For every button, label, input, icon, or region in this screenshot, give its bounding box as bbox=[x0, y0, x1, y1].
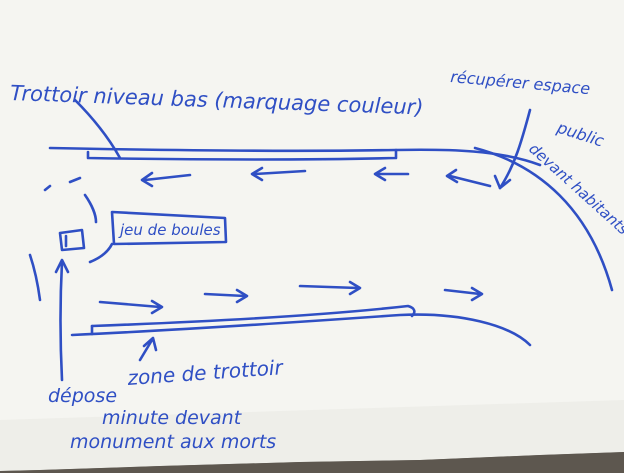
right-label-pointer bbox=[498, 108, 532, 190]
monument-curve-left bbox=[28, 253, 42, 302]
arrow-right-4-head bbox=[470, 286, 484, 302]
arrow-left-1 bbox=[143, 173, 192, 182]
right-label-pointer-head bbox=[493, 174, 512, 190]
bottom-sidewalk-inner bbox=[90, 304, 416, 328]
mark-2 bbox=[43, 184, 52, 192]
paper-shade bbox=[0, 400, 624, 471]
label-depose: dépose bbox=[48, 385, 117, 407]
arrow-left-4-head bbox=[445, 168, 459, 184]
arrow-left-2-head bbox=[250, 166, 264, 182]
paper-bottom-edge bbox=[0, 452, 624, 473]
arrow-left-1-head bbox=[140, 171, 154, 188]
right-curve bbox=[473, 146, 614, 292]
label-monument-aux-morts: monument aux morts bbox=[70, 431, 276, 453]
arrow-right-2 bbox=[203, 292, 247, 298]
monument-box bbox=[58, 228, 86, 252]
arrow-right-3-head bbox=[348, 280, 362, 296]
arrow-right-3 bbox=[298, 284, 360, 290]
label-jeu-de-boules: jeu de boules bbox=[118, 221, 221, 239]
arrow-left-2 bbox=[253, 169, 307, 176]
bottom-label-pointer bbox=[138, 338, 154, 362]
monument-arrow-up bbox=[59, 260, 64, 382]
arrow-right-4 bbox=[443, 288, 482, 296]
jeu-de-boules-box bbox=[110, 210, 228, 246]
bottom-sidewalk-outer bbox=[70, 313, 532, 347]
mark-1 bbox=[68, 176, 82, 184]
bottom-label-pointer-head bbox=[142, 336, 158, 352]
arrow-right-2-head bbox=[235, 288, 249, 304]
arrow-right-1 bbox=[98, 300, 162, 309]
arrow-left-3-head bbox=[373, 166, 387, 182]
arrow-right-1-head bbox=[150, 299, 164, 315]
mark-3 bbox=[83, 193, 98, 224]
monument-curve-right bbox=[88, 242, 114, 264]
label-minute-devant: minute devant bbox=[102, 407, 243, 429]
top-label-pointer bbox=[73, 98, 122, 160]
monument-arrow-up-head bbox=[54, 258, 70, 274]
arrow-left-4 bbox=[448, 174, 492, 188]
